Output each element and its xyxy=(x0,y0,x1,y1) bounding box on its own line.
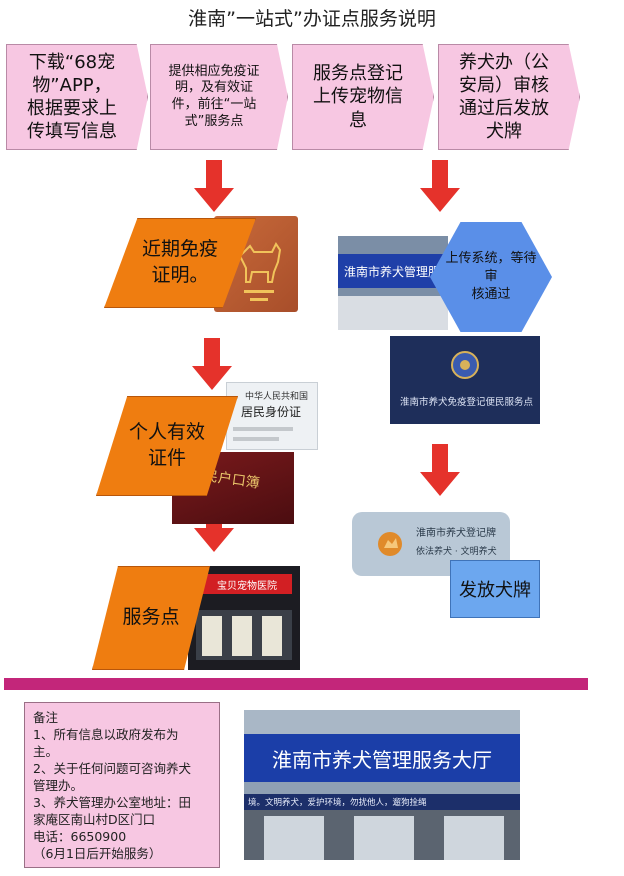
service-hall-big-sign: 淮南市养犬管理服务大厅 xyxy=(244,734,520,782)
id-card-photo: 中华人民共和国 居民身份证 xyxy=(226,382,318,450)
notes-box: 备注 1、所有信息以政府发布为 主。 2、关于任何问题可咨询养犬 管理办。 3、… xyxy=(24,702,220,868)
step-register-pet: 服务点登记 上传宠物信 息 xyxy=(292,44,434,150)
issue-dog-tag: 发放犬牌 xyxy=(450,560,540,618)
note-item: 1、所有信息以政府发布为 主。 xyxy=(33,727,179,759)
vaccine-proof-label: 近期免疫 证明。 xyxy=(141,238,218,286)
step-text: 提供相应免疫证 明，及有效证 件，前往“一站 式”服务点 xyxy=(168,63,260,129)
step-text: 下载“68宠 物”APP， 根据要求上 传填写信息 xyxy=(27,51,117,143)
immunization-office-photo: 淮南市养犬免疫登记便民服务点 xyxy=(390,336,540,424)
down-arrow-icon xyxy=(420,160,460,212)
service-point-label: 服务点 xyxy=(122,606,180,629)
upload-wait-label: 上传系统，等待审 核通过 xyxy=(445,250,537,303)
service-hall-photo: 淮南市养犬管理服务 xyxy=(338,236,448,330)
service-hall-storefront-photo: 淮南市养犬管理服务大厅 境。文明养犬，爱护环境，勿扰他人，遛狗拴绳 xyxy=(244,710,520,860)
service-hall-sign: 淮南市养犬管理服务 xyxy=(338,254,448,288)
step-text: 养犬办（公 安局）审核 通过后发放 犬牌 xyxy=(459,51,549,143)
office-banner: 淮南市养犬免疫登记便民服务点 xyxy=(400,397,534,408)
note-item: 3、养犬管理办公室地址：田 家庵区南山村D区门口 xyxy=(33,795,191,827)
note-start-date: （6月1日后开始服务） xyxy=(33,846,162,861)
issue-dog-tag-label: 发放犬牌 xyxy=(459,580,531,601)
note-phone: 电话：6650900 xyxy=(33,829,127,844)
upload-wait-review: 上传系统，等待审 核通过 xyxy=(430,222,552,332)
dog-emblem-icon xyxy=(238,242,282,301)
step-text: 服务点登记 上传宠物信 息 xyxy=(313,63,403,131)
down-arrow-icon xyxy=(194,160,234,212)
hospital-sign: 宝贝宠物医院 xyxy=(202,574,292,594)
vaccine-proof-card: 近期免疫 证明。 xyxy=(104,218,256,308)
down-arrow-icon xyxy=(192,338,232,390)
step-provide-documents: 提供相应免疫证 明，及有效证 件，前往“一站 式”服务点 xyxy=(150,44,288,150)
section-divider xyxy=(4,678,588,690)
service-hall-slogan: 境。文明养犬，爱护环境，勿扰他人，遛狗拴绳 xyxy=(244,794,520,810)
id-card-line2: 居民身份证 xyxy=(241,405,302,419)
down-arrow-icon xyxy=(194,500,234,552)
dog-tag-title: 淮南市养犬登记牌 xyxy=(416,528,496,539)
step-download-app: 下载“68宠 物”APP， 根据要求上 传填写信息 xyxy=(6,44,148,150)
police-emblem-icon xyxy=(451,351,479,379)
page-title: 淮南”一站式”办证点服务说明 xyxy=(188,8,436,30)
down-arrow-icon xyxy=(420,444,460,496)
pet-hospital-photo: 宝贝宠物医院 xyxy=(188,566,300,670)
dog-tag-sub: 依法养犬 · 文明养犬 xyxy=(416,547,497,557)
personal-id-label: 个人有效 证件 xyxy=(128,421,205,469)
id-card-line1: 中华人民共和国 xyxy=(245,392,309,402)
dog-icon xyxy=(378,532,402,556)
step-review-issue: 养犬办（公 安局）审核 通过后发放 犬牌 xyxy=(438,44,580,150)
note-item: 2、关于任何问题可咨询养犬 管理办。 xyxy=(33,761,191,793)
dog-tag-photo: 淮南市养犬登记牌 依法养犬 · 文明养犬 xyxy=(352,512,510,576)
notes-heading: 备注 xyxy=(33,710,59,725)
